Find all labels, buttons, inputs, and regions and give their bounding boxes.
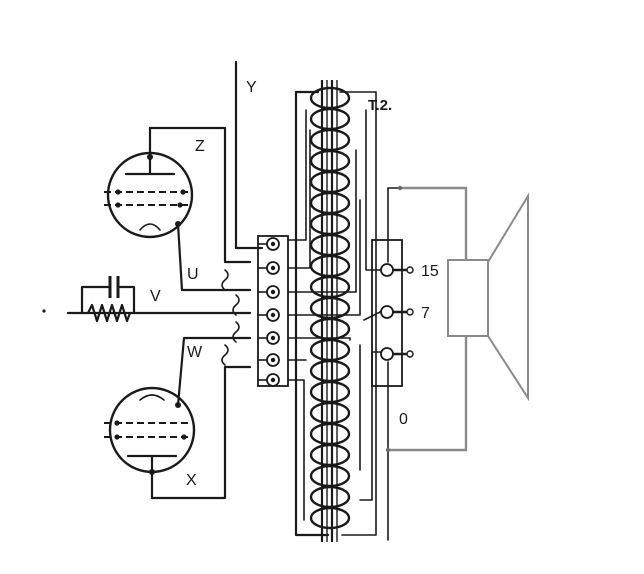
coil-turn bbox=[309, 170, 351, 194]
coil-turn bbox=[309, 86, 351, 110]
coil-turn bbox=[309, 485, 351, 509]
label-x: X bbox=[186, 472, 197, 489]
coil-turn bbox=[309, 254, 351, 278]
coil-turn bbox=[309, 380, 351, 404]
label-v: V bbox=[150, 288, 161, 305]
coil-turn bbox=[309, 464, 351, 488]
coil-turn bbox=[309, 275, 351, 299]
label-tap-15: 15 bbox=[421, 263, 439, 280]
primary-terminal-strip bbox=[257, 235, 289, 387]
label-tap-7: 7 bbox=[421, 305, 430, 322]
coil-turn bbox=[309, 233, 351, 257]
lower-vacuum-tube bbox=[104, 386, 196, 500]
label-tap-0: 0 bbox=[399, 411, 408, 428]
output-transformer bbox=[287, 80, 385, 542]
resistor-capacitor-network bbox=[80, 276, 136, 323]
secondary-terminal-post bbox=[380, 263, 394, 277]
secondary-terminal-post bbox=[380, 347, 394, 361]
secondary-terminal-post bbox=[380, 305, 394, 319]
label-z: Z bbox=[195, 138, 205, 155]
label-u: U bbox=[187, 266, 199, 283]
secondary-terminal-strip bbox=[371, 187, 414, 541]
coil-turn bbox=[309, 212, 351, 236]
coil-turn bbox=[309, 107, 351, 131]
coil-turn bbox=[309, 317, 351, 341]
upper-vacuum-tube bbox=[104, 126, 194, 239]
label-w: W bbox=[187, 344, 203, 361]
label-y: Y bbox=[246, 79, 257, 96]
coil-turn bbox=[309, 128, 351, 152]
coil-turn bbox=[309, 401, 351, 425]
coil-turn bbox=[309, 443, 351, 467]
coil-turn bbox=[309, 422, 351, 446]
coil-turn bbox=[309, 338, 351, 362]
coil-turn bbox=[309, 506, 351, 530]
coil-turn bbox=[309, 191, 351, 215]
coil-turn bbox=[309, 149, 351, 173]
loudspeaker bbox=[385, 185, 529, 453]
left-wiring bbox=[42, 60, 264, 500]
coil-turn bbox=[309, 359, 351, 383]
label-transformer: T.2. bbox=[368, 97, 392, 114]
